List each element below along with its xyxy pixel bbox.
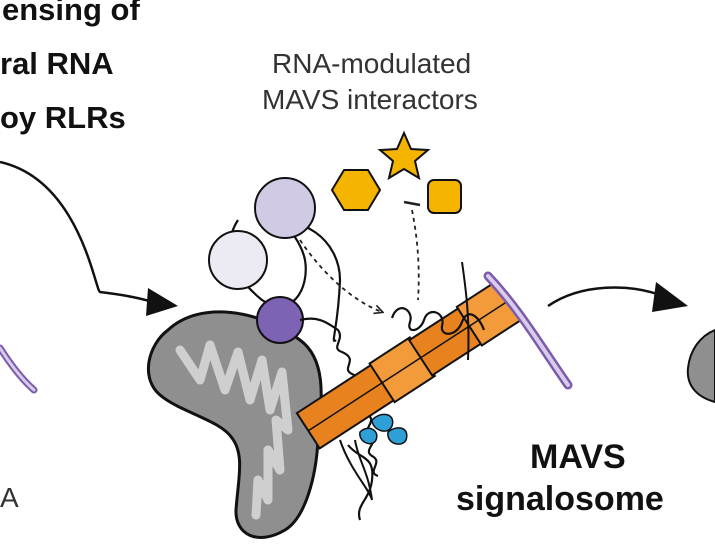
arrow-icon xyxy=(547,286,669,308)
mavs-filament xyxy=(295,280,522,450)
interactors-label-line-2: MAVS interactors xyxy=(262,84,478,115)
interactors-label-line-1: RNA-modulated xyxy=(272,48,472,79)
arrow-head-right xyxy=(652,282,688,312)
dashed-activation-arrow xyxy=(299,239,382,312)
hexagon-icon xyxy=(330,169,382,211)
rlr-domain-lavender xyxy=(254,177,316,239)
dashed-inhibition xyxy=(411,209,420,301)
partner-protein-blue xyxy=(359,413,408,445)
sensing-title-line-1: ensing of xyxy=(2,0,140,27)
signalosome-label-line-1: MAVS xyxy=(530,438,626,476)
right-mitochondrion-edge xyxy=(686,328,715,404)
sensing-title-line-2: ral RNA xyxy=(0,46,114,81)
inhibition-bar-icon xyxy=(403,200,421,207)
rlr-domain-purple xyxy=(256,296,304,344)
viral-rna-lower xyxy=(347,444,374,521)
rna-squiggle xyxy=(390,307,486,335)
sensing-title-line-3: oy RLRs xyxy=(0,100,126,135)
arrow-head-left xyxy=(146,288,178,316)
rlr-domain-pale xyxy=(208,230,268,290)
rounded-square-icon xyxy=(427,179,462,214)
arrow-icon xyxy=(0,160,161,306)
mitochondrion-cristae xyxy=(175,340,293,520)
left-fragment-label: A xyxy=(0,482,19,513)
signalosome-label-line-2: signalosome xyxy=(456,480,664,518)
star-icon xyxy=(377,130,431,181)
mitochondrion xyxy=(146,310,323,539)
